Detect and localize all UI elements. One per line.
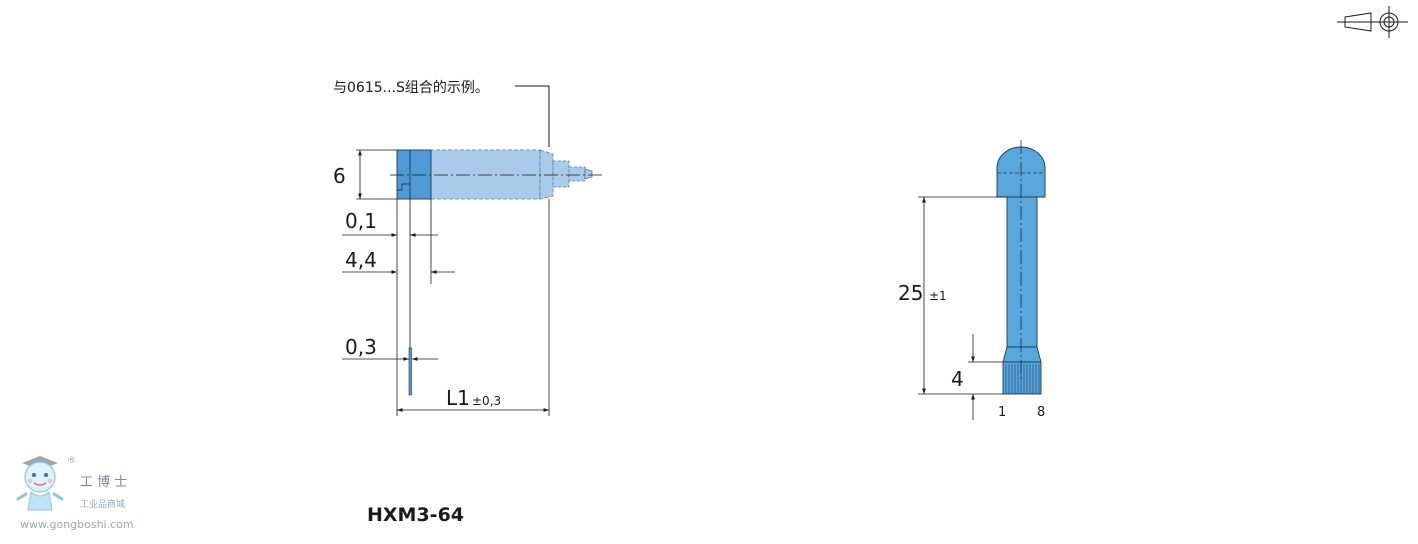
projection-symbol-icon (1337, 6, 1408, 38)
height-dimension: 6 (333, 164, 346, 188)
left-view: 与0615...S组合的示例。 6 0,1 4,4 (333, 80, 602, 416)
mating-connector-tip (584, 168, 593, 180)
pin-label-first: 1 (998, 405, 1006, 420)
callout-note: 与0615...S组合的示例。 (333, 80, 489, 96)
length-tolerance: ±0,3 (472, 394, 501, 408)
right-view: 25 ±1 4 1 8 (898, 140, 1046, 420)
connector-shaft (1006, 196, 1038, 348)
connector-flare (1002, 346, 1042, 363)
pin-block (1002, 361, 1042, 395)
length-dimension: 25 (898, 281, 923, 305)
dimension-4-4: 4,4 (345, 248, 377, 272)
watermark-logo: ® 工 博 士 工业品商城 www.gongboshi.com (16, 456, 134, 531)
watermark-brand: 工 博 士 (80, 475, 127, 490)
pin-dimension: 4 (951, 367, 964, 391)
watermark-url: www.gongboshi.com (20, 518, 134, 531)
thin-plate (408, 347, 412, 396)
mascot-icon (16, 456, 64, 511)
mating-connector-body (429, 149, 541, 200)
watermark-reg-mark: ® (67, 456, 76, 466)
mating-connector-pin (568, 166, 586, 182)
pin-lines (1005, 364, 1040, 394)
connector-head (396, 149, 432, 200)
dimension-0-1: 0,1 (345, 209, 377, 233)
watermark-tagline: 工业品商城 (80, 498, 125, 510)
model-name: HXM3-64 (367, 504, 464, 526)
length-label: L1 (446, 386, 470, 410)
length-tolerance-right: ±1 (929, 289, 947, 303)
mating-connector-taper (539, 149, 554, 200)
mating-connector-neck (552, 160, 570, 188)
callout-leader (515, 85, 550, 147)
dimension-0-3: 0,3 (345, 335, 377, 359)
pin-label-last: 8 (1037, 405, 1045, 420)
